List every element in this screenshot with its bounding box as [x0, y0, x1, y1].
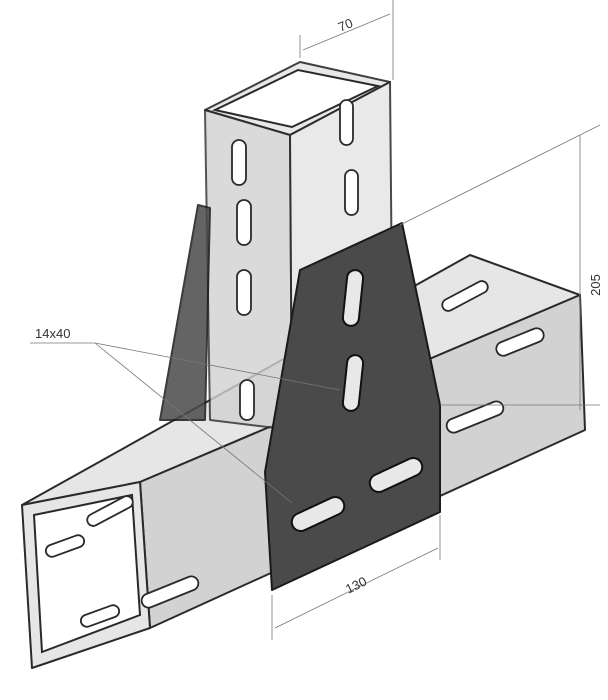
dimension-label-70: 70 [336, 15, 355, 34]
dimension-label-slot: 14x40 [35, 326, 70, 341]
front-plate [264, 222, 441, 591]
dimension-label-205: 205 [588, 274, 603, 296]
dimension-label-130: 130 [343, 574, 369, 597]
dimension-lines [30, 0, 601, 640]
